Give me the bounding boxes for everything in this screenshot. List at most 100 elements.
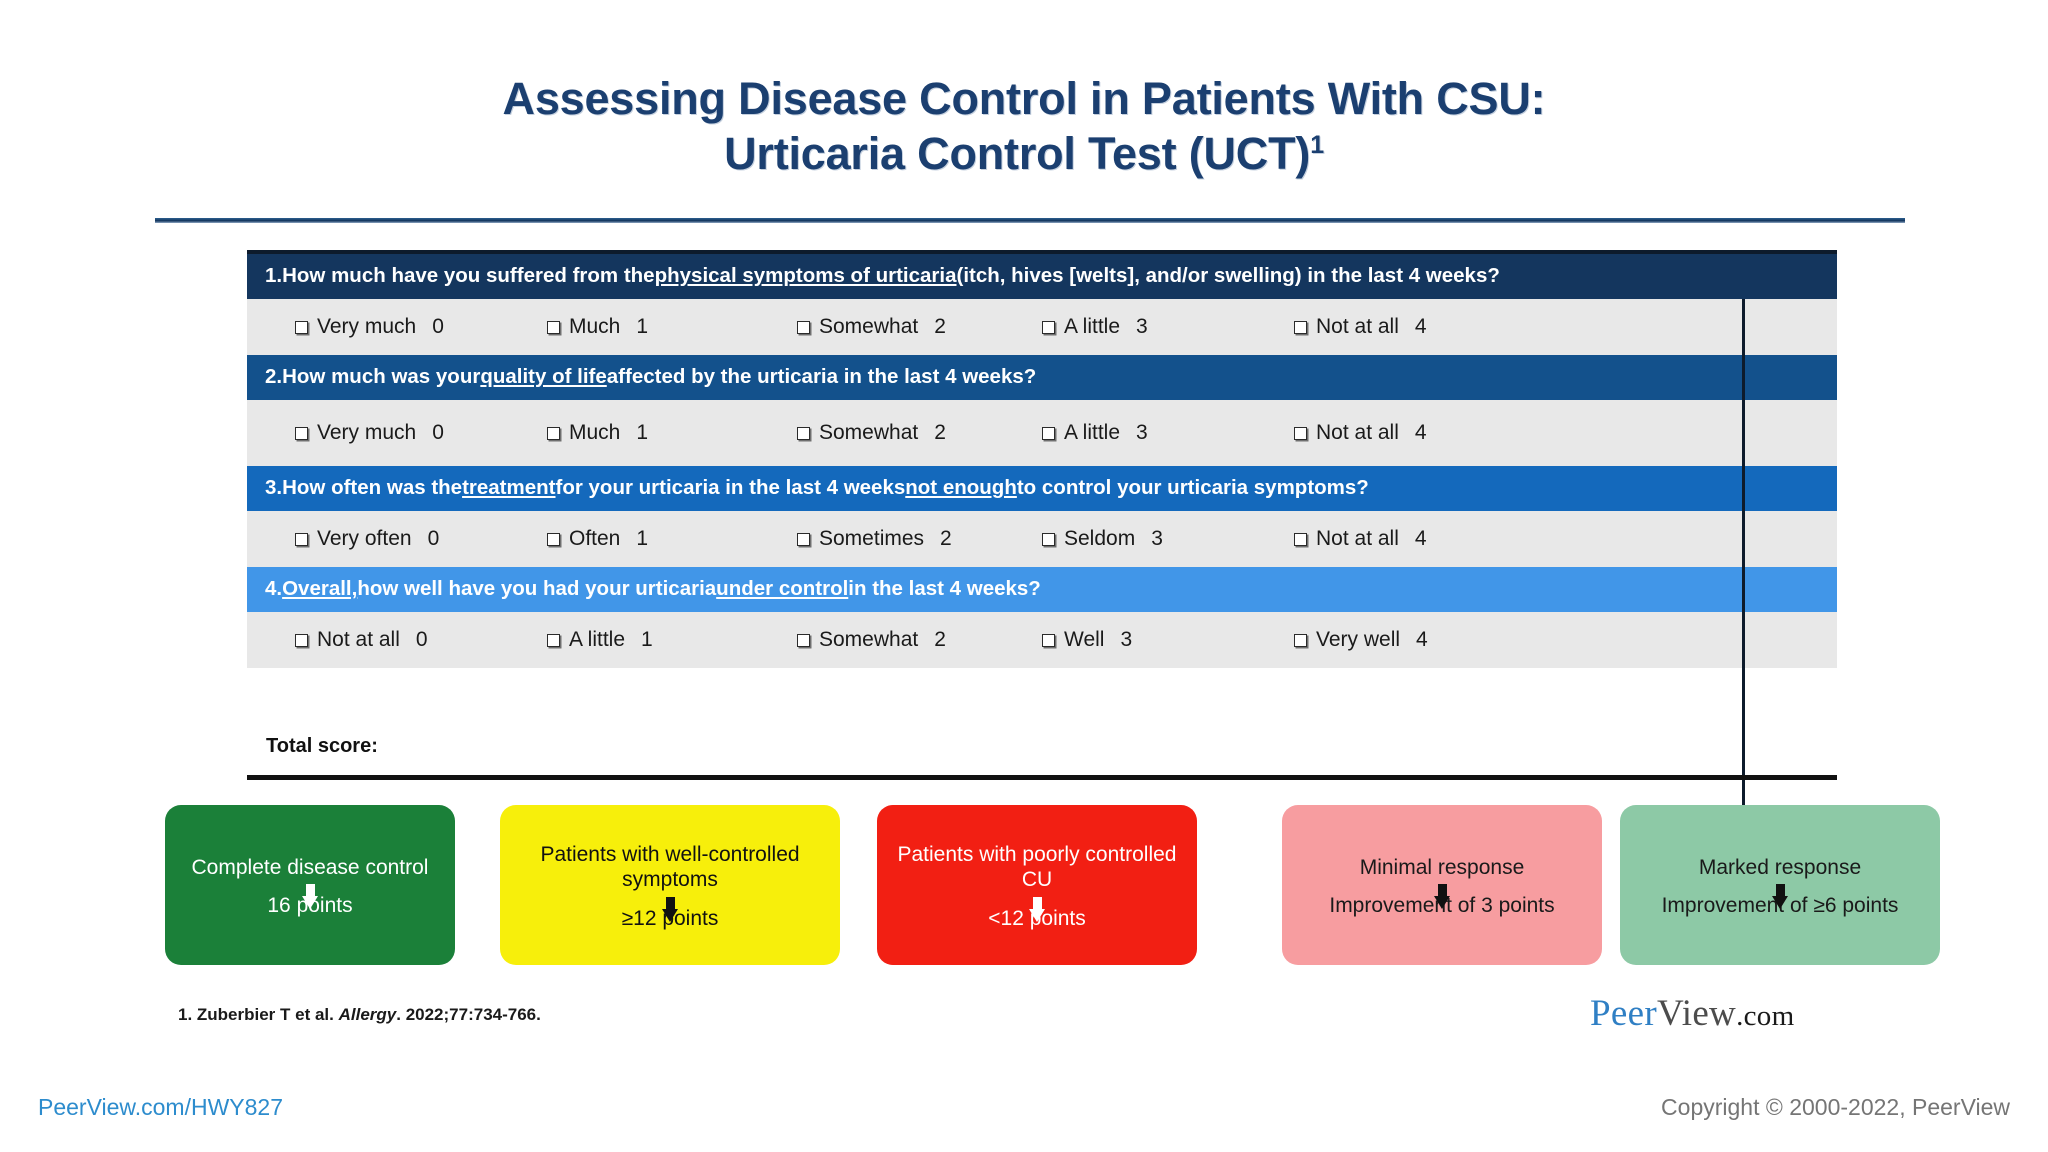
answer-option-label: Somewhat <box>819 421 919 444</box>
checkbox-icon[interactable] <box>295 532 308 546</box>
checkbox-icon[interactable] <box>1294 532 1307 546</box>
answer-option-label: Much <box>569 421 621 444</box>
answer-option-value: 0 <box>432 315 444 338</box>
total-score-rule <box>247 775 1837 780</box>
question-4-text-part-4: in the last 4 weeks? <box>848 577 1041 601</box>
question-1-text-part-3: (itch, hives [welts], and/or swelling) i… <box>956 264 1500 288</box>
answer-option-q1-2[interactable]: Much 1 <box>547 315 648 339</box>
result-box-label: Patients with poorly controlled CU <box>897 843 1177 891</box>
checkbox-icon[interactable] <box>547 633 560 647</box>
answer-option-label: Not at all <box>1316 421 1399 444</box>
question-2-text-part-3: affected by the urticaria in the last 4 … <box>606 365 1037 389</box>
checkbox-icon[interactable] <box>1042 633 1055 647</box>
answer-option-value: 3 <box>1151 527 1163 550</box>
checkbox-icon[interactable] <box>797 320 810 334</box>
answer-option-label: Somewhat <box>819 628 919 651</box>
result-box-label: Patients with well-controlled symptoms <box>540 843 800 891</box>
answer-option-value: 4 <box>1414 421 1427 444</box>
answer-option-label: A little <box>1064 421 1121 444</box>
checkbox-icon[interactable] <box>295 633 308 647</box>
logo-view-text: View <box>1656 993 1737 1034</box>
answer-option-label: Not at all <box>1316 527 1399 550</box>
question-header-1: 1. How much have you suffered from the p… <box>247 254 1837 299</box>
checkbox-icon[interactable] <box>1042 532 1055 546</box>
checkbox-icon[interactable] <box>547 532 560 546</box>
answer-option-q2-5[interactable]: Not at all 4 <box>1294 421 1427 445</box>
checkbox-icon[interactable] <box>295 320 308 334</box>
question-header-2: 2. How much was your quality of life aff… <box>247 355 1837 400</box>
question-4-text-part-3: under control <box>716 577 849 601</box>
question-2-text-part-1: How much was your <box>282 365 481 389</box>
answer-option-value: 3 <box>1136 315 1148 338</box>
answer-option-value: 2 <box>934 315 946 338</box>
title-line-1: Assessing Disease Control in Patients Wi… <box>502 73 1546 124</box>
answer-option-q2-2[interactable]: Much 1 <box>547 421 648 445</box>
citation-suffix: . 2022;77:734-766. <box>396 1005 541 1024</box>
result-box-3: Patients with poorly controlled CU<12 po… <box>877 805 1197 965</box>
answer-option-value: 1 <box>636 315 649 338</box>
checkbox-icon[interactable] <box>797 633 810 647</box>
answer-option-q1-1[interactable]: Very much 0 <box>295 315 444 339</box>
logo-com-text: .com <box>1736 1000 1795 1032</box>
result-box-label: Complete disease control <box>191 855 429 879</box>
question-number-1: 1. <box>265 264 283 288</box>
question-2-text-part-2: quality of life <box>480 365 607 389</box>
down-arrow-shape <box>1029 896 1046 923</box>
question-4-text-part-1: Overall, <box>282 577 358 601</box>
footer-url-link[interactable]: PeerView.com/HWY827 <box>38 1094 284 1120</box>
answer-option-q4-4[interactable]: Well 3 <box>1042 628 1132 652</box>
checkbox-icon[interactable] <box>547 426 560 440</box>
checkbox-icon[interactable] <box>295 426 308 440</box>
result-box-2: Patients with well-controlled symptoms≥1… <box>500 805 840 965</box>
answer-option-q4-1[interactable]: Not at all 0 <box>295 628 428 652</box>
checkbox-icon[interactable] <box>1042 426 1055 440</box>
citation-prefix: 1. Zuberbier T et al. <box>178 1005 339 1024</box>
checkbox-icon[interactable] <box>1294 320 1307 334</box>
checkbox-icon[interactable] <box>1042 320 1055 334</box>
citation-journal: Allergy <box>338 1005 397 1024</box>
checkbox-icon[interactable] <box>1294 633 1307 647</box>
title-divider-rule <box>155 218 1905 223</box>
answer-option-value: 4 <box>1414 527 1427 550</box>
checkbox-icon[interactable] <box>797 426 810 440</box>
logo-peer-text: Peer <box>1590 993 1657 1034</box>
checkbox-icon[interactable] <box>797 532 810 546</box>
checkbox-icon[interactable] <box>547 320 560 334</box>
result-box-label: Marked response <box>1698 855 1862 879</box>
question-number-2: 2. <box>265 365 283 389</box>
score-column-divider <box>1742 299 1745 818</box>
question-4-text-part-2: how well have you had your urticaria <box>357 577 717 601</box>
question-3-text-part-5: to control your urticaria symptoms? <box>1016 476 1369 500</box>
down-arrow-shape <box>1434 884 1451 910</box>
answer-option-value: 0 <box>415 628 428 651</box>
answer-option-label: Well <box>1064 628 1105 651</box>
answer-option-value: 3 <box>1120 628 1133 651</box>
down-arrow-shape <box>1772 884 1789 910</box>
answer-option-label: Much <box>569 315 621 338</box>
answer-option-label: Very much <box>317 315 417 338</box>
answer-option-label: Very well <box>1316 628 1401 651</box>
answer-option-value: 1 <box>636 421 649 444</box>
question-number-4: 4. <box>265 577 283 601</box>
answer-option-label: Not at all <box>317 628 400 651</box>
checkbox-icon[interactable] <box>1294 426 1307 440</box>
answer-option-q3-5[interactable]: Not at all 4 <box>1294 527 1427 551</box>
question-3-text-part-3: for your urticaria in the last 4 weeks <box>555 476 906 500</box>
